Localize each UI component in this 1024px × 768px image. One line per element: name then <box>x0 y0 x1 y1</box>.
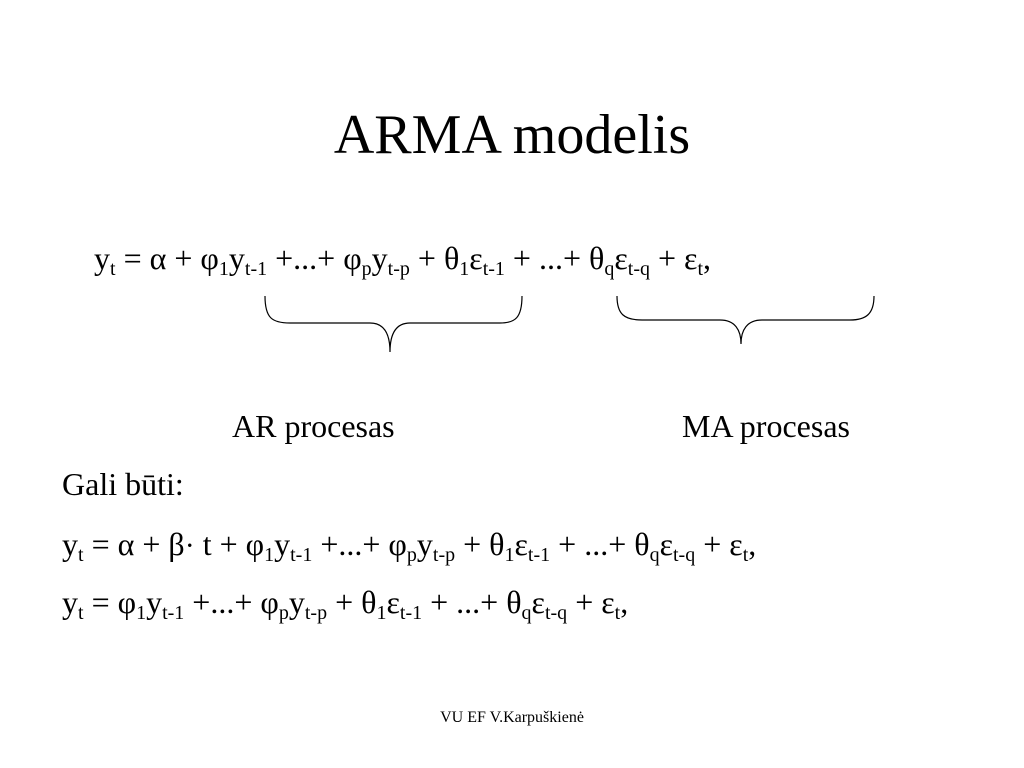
symbol: ε <box>469 240 483 276</box>
ma-brace <box>616 295 875 345</box>
subscript: t-1 <box>527 544 551 566</box>
symbol: β <box>168 526 185 562</box>
subscript: 1 <box>264 544 275 566</box>
arma-trend-equation: yt = α + β· t + φ1yt-1 +...+ φpyt-p + θ1… <box>62 524 756 566</box>
symbol: y <box>146 584 163 620</box>
subscript: t <box>742 544 749 566</box>
symbol: , <box>620 584 629 620</box>
symbol: y <box>62 584 78 620</box>
symbol: y <box>274 526 291 562</box>
symbol: ε <box>659 526 673 562</box>
symbol: t <box>194 526 220 562</box>
slide-title: ARMA modelis <box>333 104 691 166</box>
symbol: + <box>650 240 685 276</box>
subscript: q <box>649 544 660 566</box>
subscript: t-p <box>387 258 410 280</box>
subscript: t-q <box>673 544 696 566</box>
symbol: φ <box>343 240 362 276</box>
symbol: ε <box>601 584 615 620</box>
symbol: = <box>83 584 118 620</box>
symbol: ε <box>531 584 545 620</box>
subscript: p <box>278 602 289 624</box>
subscript: 1 <box>136 602 147 624</box>
symbol: θ <box>589 240 605 276</box>
ma-process-label: MA procesas <box>682 408 850 444</box>
symbol: y <box>94 240 110 276</box>
symbol: = <box>83 526 118 562</box>
symbol: + <box>166 240 201 276</box>
subscript: t-q <box>544 602 568 624</box>
symbol: ε <box>614 240 628 276</box>
symbol: θ <box>361 584 377 620</box>
subscript: 1 <box>504 544 515 566</box>
symbol: y <box>371 240 388 276</box>
symbol: θ <box>443 240 460 276</box>
symbol: α <box>117 526 135 562</box>
symbol: φ <box>200 240 219 276</box>
symbol: y <box>288 584 305 620</box>
subscript: t <box>78 602 84 624</box>
symbol: +...+ <box>184 584 261 620</box>
arma-no-constant-equation: yt = φ1yt-1 +...+ φpyt-p + θ1εt-1 + ...+… <box>62 582 629 624</box>
footer-author: VU EF V.Karpuškienė <box>440 709 584 726</box>
ar-process-label: AR procesas <box>232 408 395 444</box>
symbol: φ <box>260 584 279 620</box>
symbol: , <box>748 526 757 562</box>
symbol: θ <box>634 526 650 562</box>
symbol: + <box>134 526 169 562</box>
subscript: t <box>697 258 704 280</box>
subscript: t-1 <box>399 602 423 624</box>
arma-equation: yt = α + φ1yt-1 +...+ φpyt-p + θ1εt-1 + … <box>94 238 712 280</box>
subscript: p <box>361 258 372 280</box>
symbol: y <box>228 240 245 276</box>
gali-buti-label: Gali būti: <box>62 466 184 502</box>
subscript: t-1 <box>162 602 185 624</box>
symbol: ε <box>729 526 743 562</box>
symbol: α <box>149 240 167 276</box>
symbol: + <box>455 526 490 562</box>
symbol: + <box>219 526 246 562</box>
symbol: y <box>416 526 433 562</box>
symbol: φ <box>117 584 137 620</box>
symbol: + <box>327 584 362 620</box>
subscript: 1 <box>218 258 229 280</box>
subscript: p <box>406 544 417 566</box>
subscript: q <box>521 602 532 624</box>
ar-brace <box>264 295 523 353</box>
subscript: 1 <box>459 258 470 280</box>
symbol: +...+ <box>312 526 389 562</box>
symbol: + <box>409 240 444 276</box>
subscript: t-p <box>304 602 328 624</box>
subscript: t-1 <box>244 258 268 280</box>
symbol: = <box>115 240 150 276</box>
symbol: + ...+ <box>550 526 635 562</box>
subscript: t <box>78 544 84 566</box>
symbol: ε <box>684 240 698 276</box>
symbol: + <box>567 584 602 620</box>
symbol: φ <box>245 526 265 562</box>
symbol: + ...+ <box>504 240 590 276</box>
subscript: t-q <box>627 258 650 280</box>
symbol: + ...+ <box>422 584 507 620</box>
subscript: t-p <box>432 544 456 566</box>
symbol: φ <box>388 526 407 562</box>
symbol: ε <box>514 526 528 562</box>
symbol: θ <box>489 526 505 562</box>
subscript: t-1 <box>482 258 505 280</box>
subscript: 1 <box>376 602 387 624</box>
symbol: ε <box>386 584 400 620</box>
symbol: θ <box>506 584 522 620</box>
symbol: y <box>62 526 78 562</box>
symbol: · <box>184 529 195 562</box>
symbol: , <box>703 240 712 276</box>
subscript: t-1 <box>290 544 313 566</box>
subscript: t <box>110 258 116 280</box>
symbol: +...+ <box>267 240 344 276</box>
subscript: q <box>604 258 615 280</box>
symbol: + <box>695 526 730 562</box>
subscript: t <box>614 602 621 624</box>
